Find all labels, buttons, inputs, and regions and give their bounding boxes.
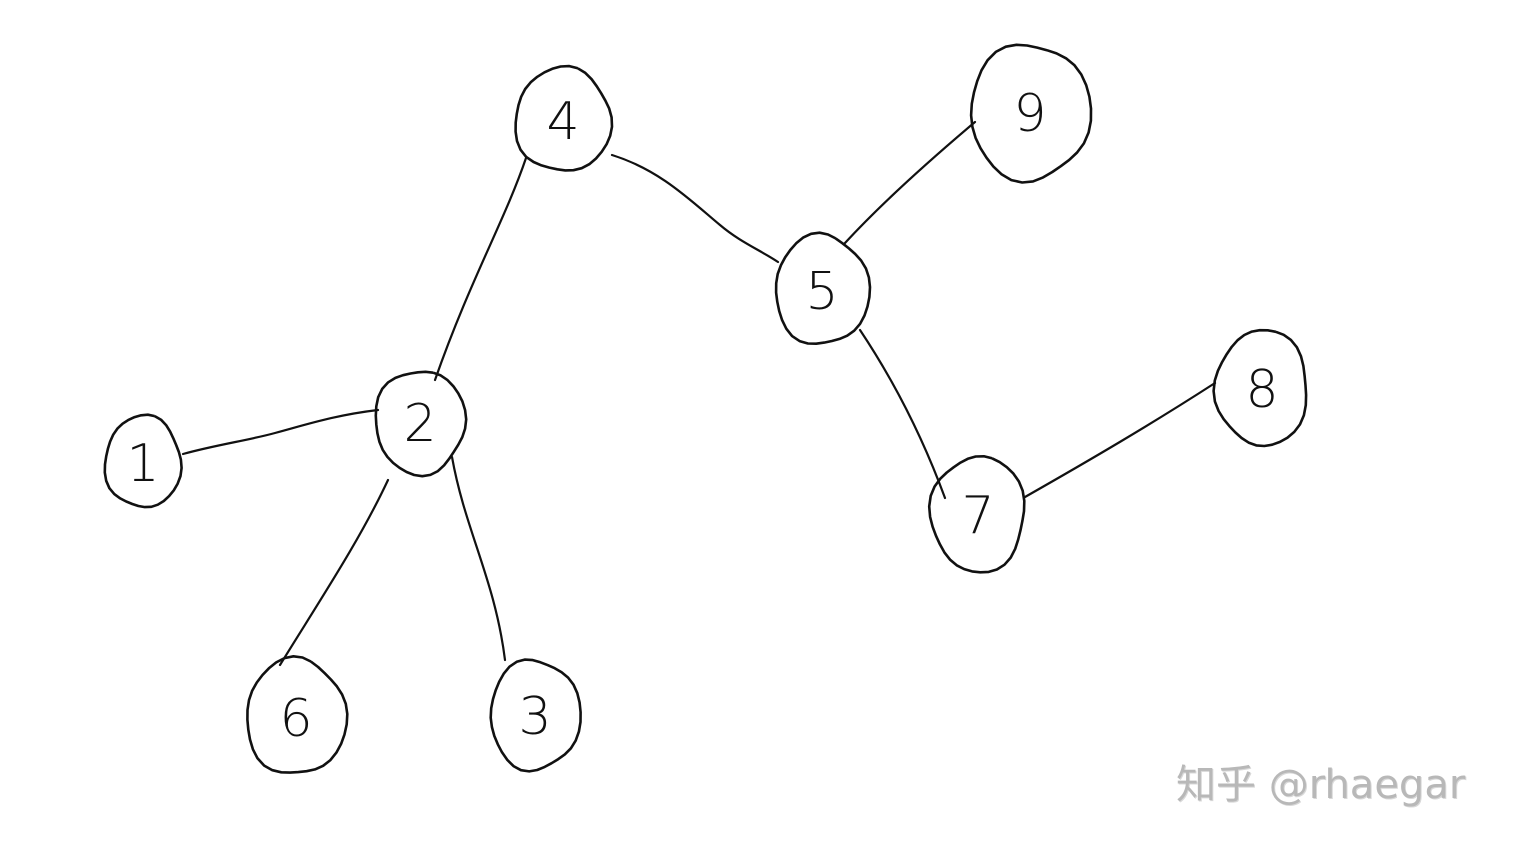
- node-circle: [969, 43, 1093, 184]
- node-label: 9: [1013, 84, 1046, 144]
- node-group: 4 5 9 2 7 8 1 6 3: [103, 43, 1308, 774]
- node-5: 5: [774, 231, 872, 345]
- node-circle: [489, 658, 582, 773]
- node-circle: [774, 231, 872, 345]
- node-8: 8: [1212, 328, 1308, 448]
- node-7: 7: [927, 455, 1026, 574]
- edge-4-5: [610, 153, 780, 264]
- watermark: 知乎 @rhaegar: [1176, 762, 1466, 808]
- edge-5-9: [843, 120, 977, 245]
- node-label: 8: [1245, 360, 1278, 420]
- edge-2-6: [278, 478, 390, 667]
- node-1: 1: [103, 413, 183, 509]
- node-circle: [374, 370, 468, 478]
- node-circle: [103, 413, 183, 509]
- edge-7-8: [1023, 381, 1217, 499]
- node-label: 5: [805, 262, 838, 322]
- edge-5-7: [858, 328, 947, 500]
- node-circle: [514, 64, 614, 172]
- node-label: 1: [126, 434, 159, 494]
- node-9: 9: [969, 43, 1093, 184]
- node-6: 6: [246, 655, 349, 774]
- edge-2-3: [450, 455, 507, 662]
- node-4: 4: [514, 64, 614, 172]
- node-label: 6: [279, 689, 312, 749]
- edge-2-1: [181, 408, 380, 456]
- node-2: 2: [374, 370, 468, 478]
- node-circle: [246, 655, 349, 774]
- node-circle: [1212, 328, 1308, 448]
- edge-group: [181, 120, 1217, 667]
- edge-4-2: [433, 156, 528, 382]
- node-label: 2: [403, 394, 436, 454]
- node-circle: [927, 455, 1026, 574]
- node-label: 4: [546, 92, 579, 152]
- node-3: 3: [489, 658, 582, 773]
- node-label: 3: [518, 687, 551, 747]
- node-label: 7: [961, 486, 994, 546]
